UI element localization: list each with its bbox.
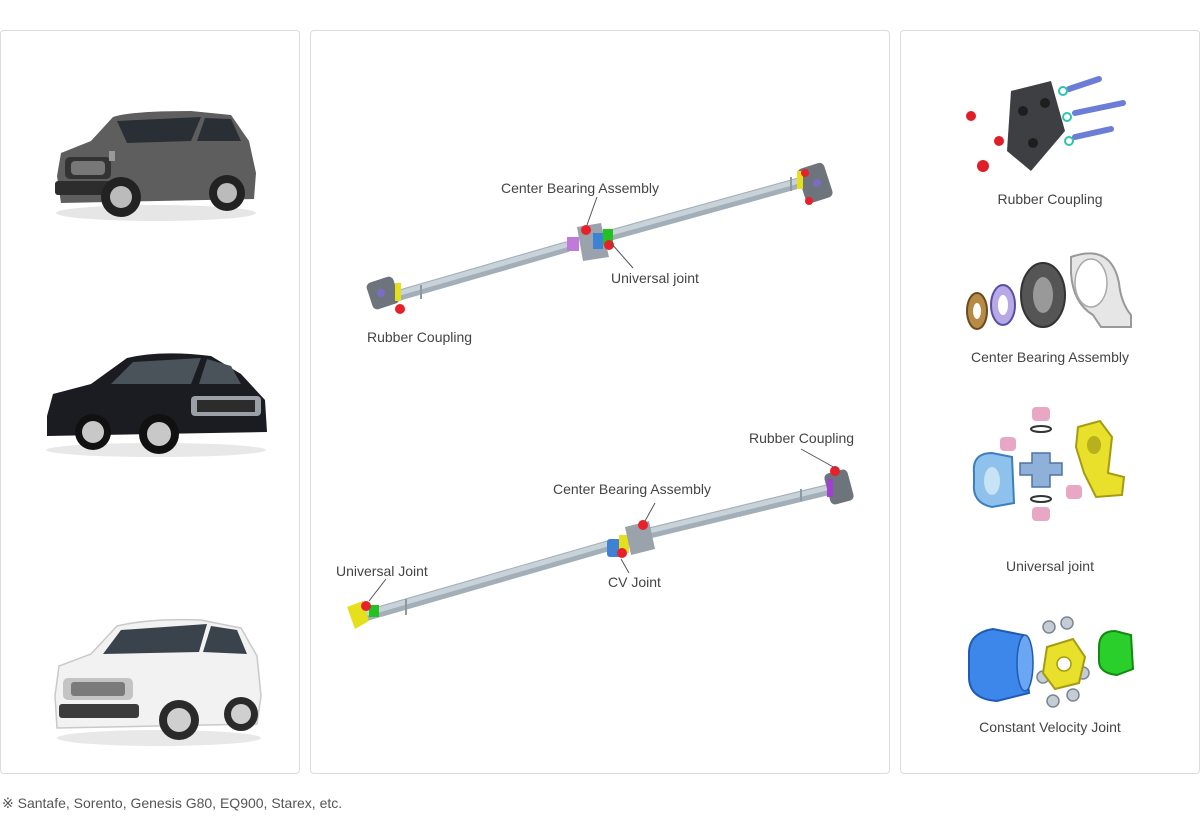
universal-joint-icon	[972, 407, 1126, 521]
cv-joint-icon	[968, 616, 1135, 708]
shaft-1	[366, 162, 833, 314]
part-label-cv-joint: Constant Velocity Joint	[979, 719, 1121, 735]
footnote: ※ Santafe, Sorento, Genesis G80, EQ900, …	[2, 795, 343, 811]
suv-white-icon	[54, 618, 262, 746]
shaft1-universal-joint-label: Universal joint	[611, 270, 699, 286]
shaft2-universal-joint-label: Universal Joint	[336, 563, 428, 579]
center-bearing-icon	[966, 252, 1132, 330]
suv-dark-gray-icon	[55, 111, 256, 221]
shaft2-rubber-coupling-label: Rubber Coupling	[749, 430, 855, 446]
part-label-rubber-coupling: Rubber Coupling	[997, 191, 1103, 207]
components-panel: Rubber Coupling Center Bearing Assembly …	[900, 30, 1200, 774]
shaft-diagram-panel: Center Bearing Assembly Universal joint …	[310, 30, 890, 774]
rubber-coupling-icon	[966, 76, 1126, 172]
shaft2-cv-joint-label: CV Joint	[608, 574, 661, 590]
part-label-center-bearing: Center Bearing Assembly	[971, 349, 1129, 365]
shaft2-center-bearing-label: Center Bearing Assembly	[553, 481, 711, 497]
shaft-diagram-drawing	[347, 162, 854, 629]
shaft-2	[347, 448, 854, 629]
sedan-black-icon	[46, 353, 267, 457]
shaft1-rubber-coupling-label: Rubber Coupling	[367, 329, 473, 345]
part-label-universal-joint: Universal joint	[1006, 558, 1094, 574]
shaft1-center-bearing-label: Center Bearing Assembly	[501, 180, 659, 196]
vehicle-panel	[0, 30, 300, 774]
